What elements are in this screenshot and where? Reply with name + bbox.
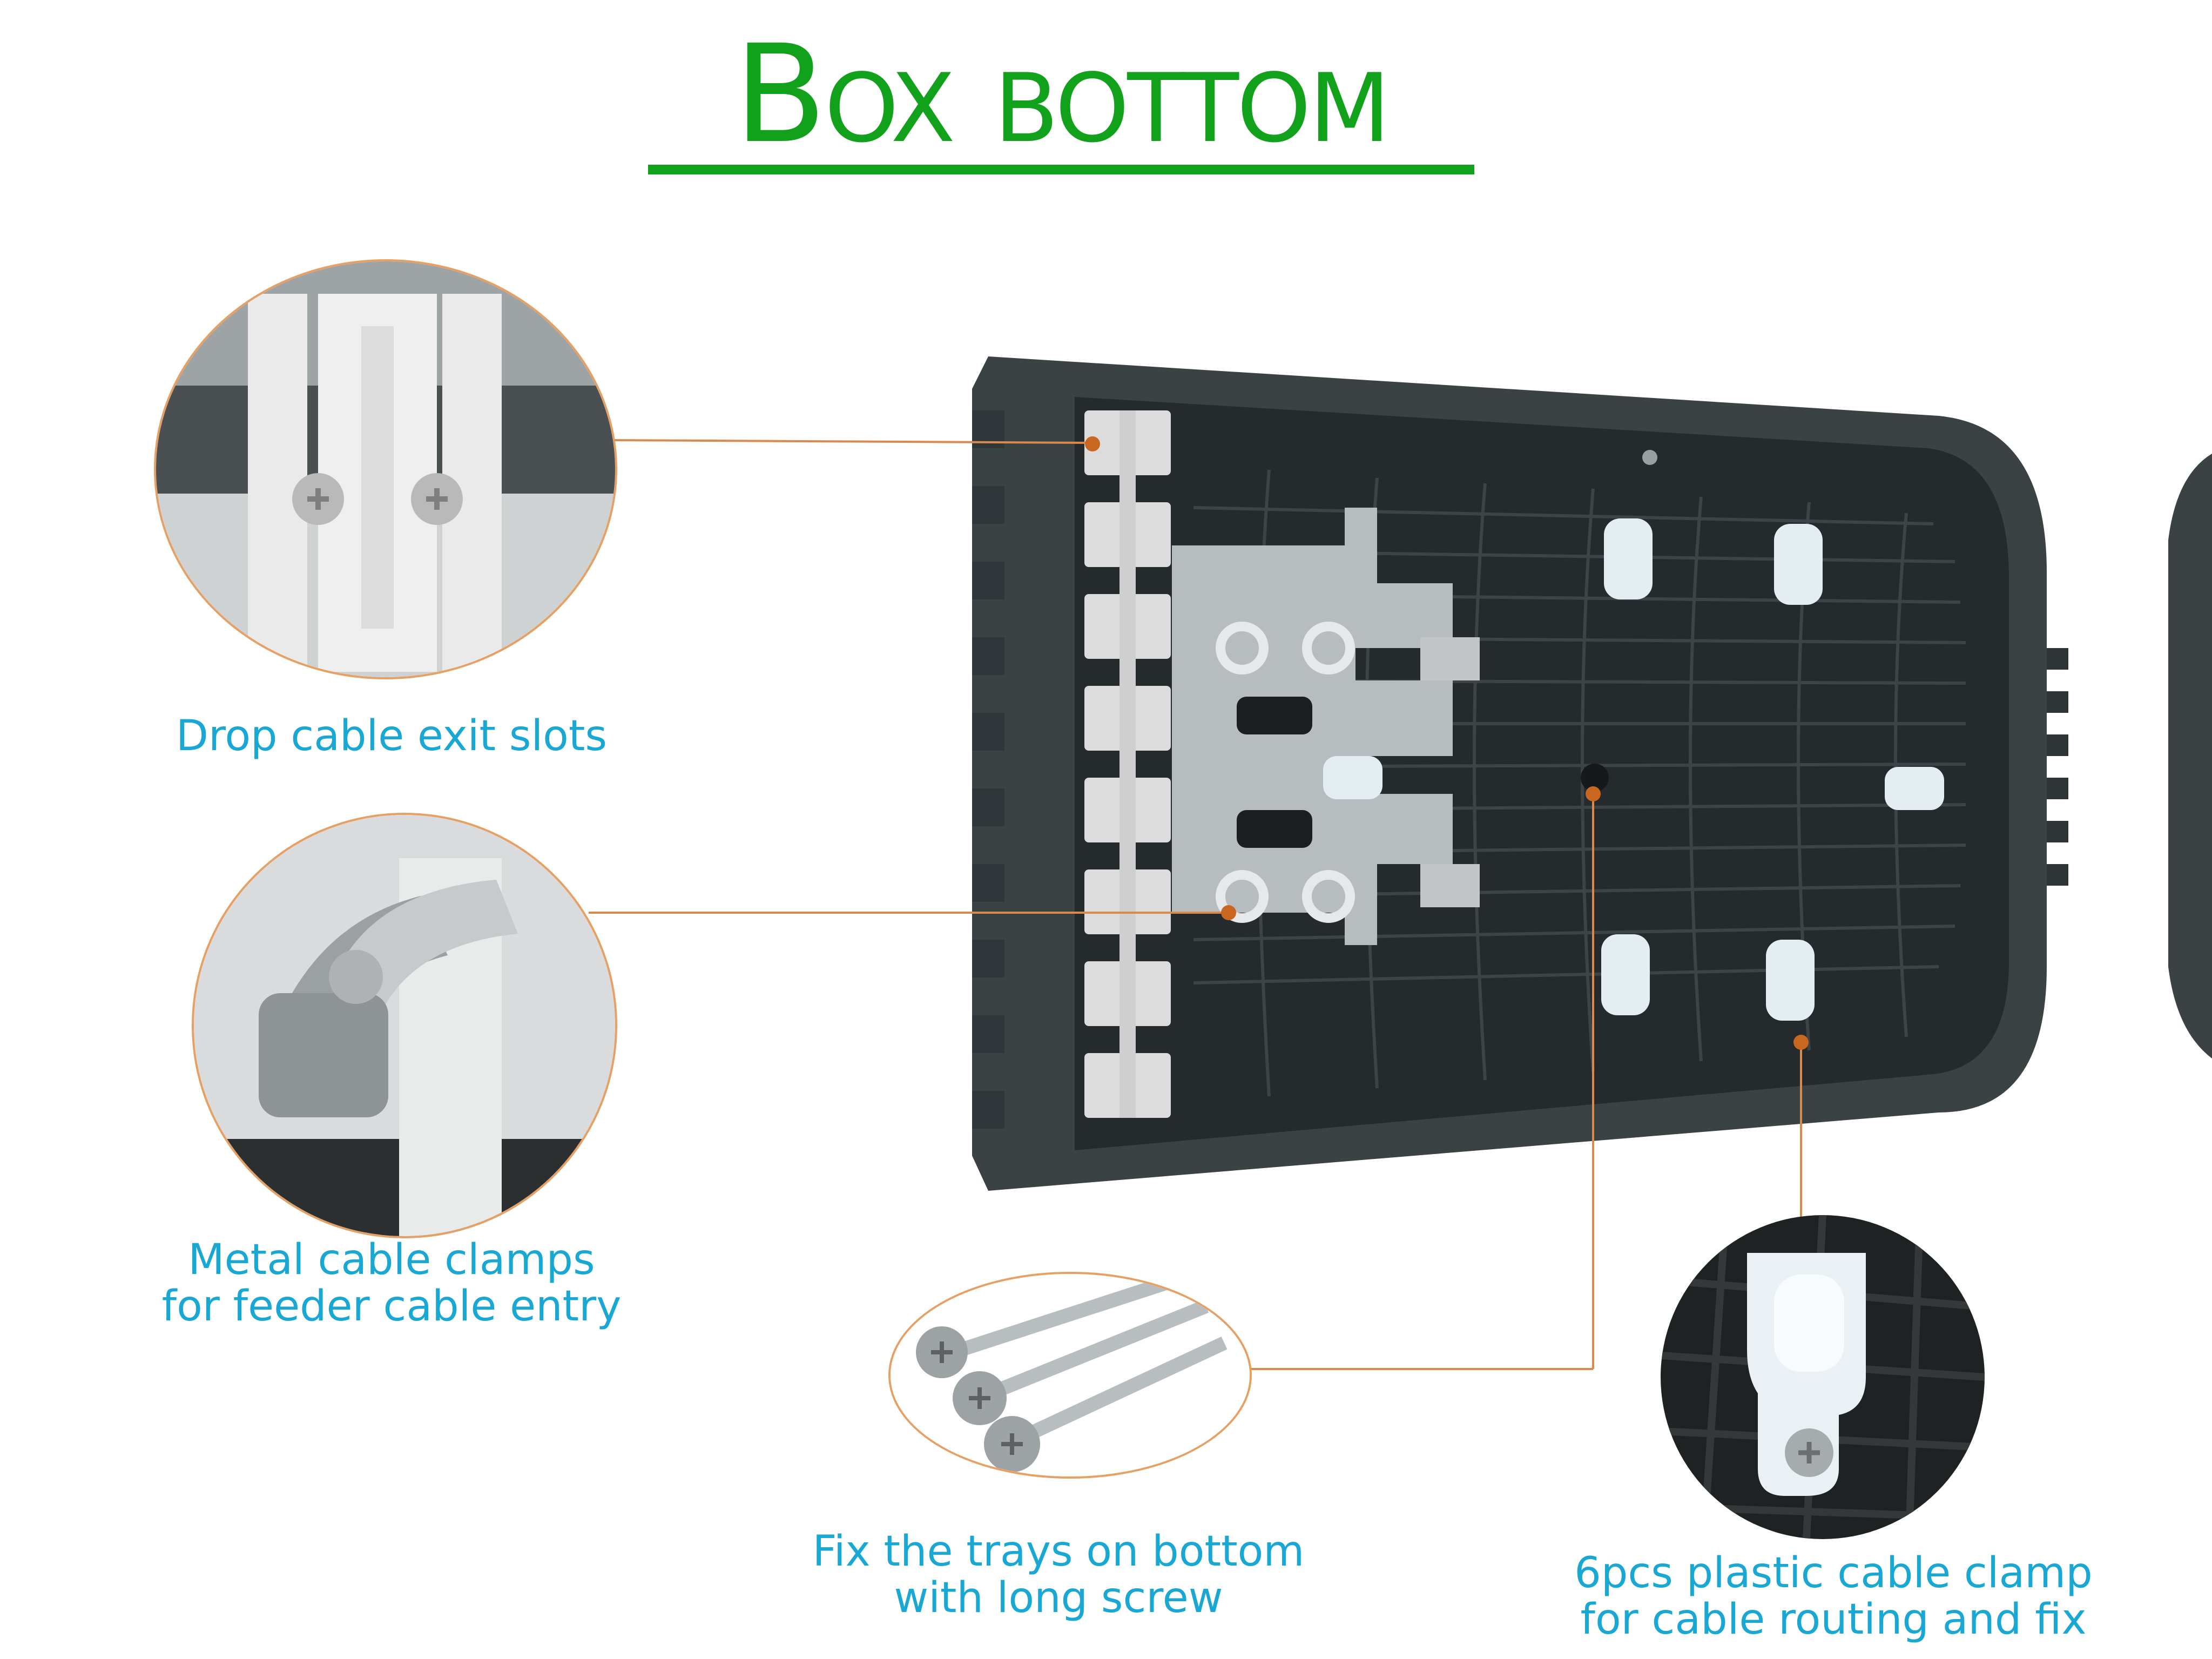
callout-drop-cable-slots xyxy=(154,259,617,679)
metal-bracket xyxy=(1172,508,1480,945)
center-screw-post xyxy=(1581,764,1609,792)
screw-head xyxy=(1642,450,1657,465)
marker-drop-slots xyxy=(1085,436,1100,451)
leader-line-drop-slots xyxy=(610,439,1091,444)
callout-plastic-cable-clamp xyxy=(1661,1215,1985,1539)
hinged-lid-edge xyxy=(2168,454,2212,1058)
caption-long-screws: Fix the trays on bottom with long screw xyxy=(788,1528,1328,1621)
caption-plastic-clamp-line-2: for cable routing and fix xyxy=(1580,1595,2087,1644)
caption-long-screws-line-1: Fix the trays on bottom xyxy=(812,1527,1305,1576)
caption-plastic-cable-clamp: 6pcs plastic cable clamp for cable routi… xyxy=(1534,1550,2133,1643)
marker-metal-clamps xyxy=(1221,905,1236,920)
caption-drop-cable-slots: Drop cable exit slots xyxy=(176,712,608,760)
marker-long-screw xyxy=(1586,786,1601,801)
caption-long-screws-line-2: with long screw xyxy=(894,1574,1223,1622)
title-underline xyxy=(648,165,1474,174)
caption-metal-clamps-line-2: for feeder cable entry xyxy=(161,1282,622,1331)
caption-plastic-clamp-line-1: 6pcs plastic cable clamp xyxy=(1574,1549,2093,1597)
callout-long-screws xyxy=(888,1272,1252,1479)
drop-cable-slots xyxy=(1084,410,1171,1118)
callout-metal-cable-clamps xyxy=(192,813,617,1238)
box-bottom-image xyxy=(967,346,2212,1231)
page-title: Box bottom xyxy=(734,16,1391,173)
plastic-cable-clamps xyxy=(1323,518,1944,1021)
caption-metal-cable-clamps: Metal cable clamps for feeder cable entr… xyxy=(135,1237,648,1330)
marker-plastic-clamp xyxy=(1793,1035,1809,1050)
caption-metal-clamps-line-1: Metal cable clamps xyxy=(188,1236,595,1284)
